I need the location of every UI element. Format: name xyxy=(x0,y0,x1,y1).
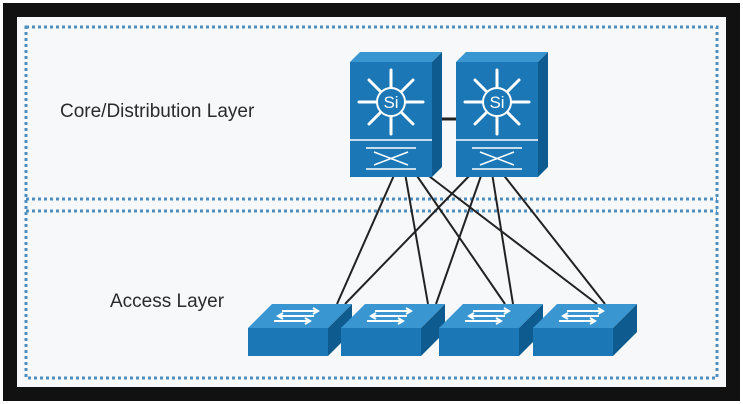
link xyxy=(501,172,606,305)
core-switch-1: Si xyxy=(350,52,442,177)
link xyxy=(404,172,429,305)
si-label: Si xyxy=(383,93,398,112)
access-switch-3 xyxy=(439,304,543,356)
access-switch-4 xyxy=(533,304,637,356)
link xyxy=(491,172,514,305)
access-switch-1 xyxy=(248,304,352,356)
dotted-border xyxy=(24,25,719,380)
link xyxy=(435,172,483,305)
link-group xyxy=(336,117,606,305)
link xyxy=(336,172,396,305)
access-layer-label: Access Layer xyxy=(110,291,225,312)
link xyxy=(424,172,598,305)
si-label: Si xyxy=(489,93,504,112)
access-switch-2 xyxy=(341,304,445,356)
core-distribution-layer-label: Core/Distribution Layer xyxy=(60,101,255,122)
link xyxy=(344,172,473,305)
core-switch-2: Si xyxy=(456,52,548,177)
